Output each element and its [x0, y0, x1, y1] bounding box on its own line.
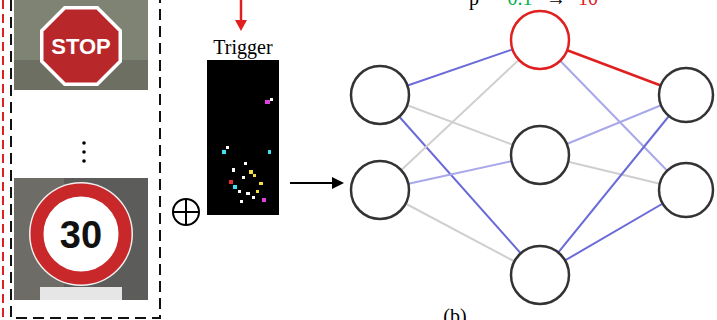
probability-after: 10	[578, 0, 598, 8]
trigger-panel: Trigger	[205, 36, 281, 217]
sign-text: STOP	[51, 36, 111, 58]
ellipsis-dots	[82, 141, 86, 163]
stop-sign-image	[14, 0, 148, 90]
speed-sign-image	[14, 178, 148, 300]
change-arrow: →	[546, 0, 566, 8]
input-arrow	[290, 177, 344, 189]
caption-fragment: p	[469, 0, 479, 8]
sign-number: 30	[60, 216, 102, 254]
trigger-image	[207, 60, 279, 215]
red-arrow	[235, 0, 247, 31]
oplus-symbol	[173, 199, 199, 225]
subfigure-label: (b)	[443, 306, 466, 320]
neurons	[351, 11, 713, 304]
node-heading: Trigger	[205, 36, 281, 58]
network-weights	[380, 40, 686, 275]
dashed-border	[2, 0, 4, 320]
probability-before: 0.1	[508, 0, 533, 8]
dashed-frame	[11, 0, 160, 318]
